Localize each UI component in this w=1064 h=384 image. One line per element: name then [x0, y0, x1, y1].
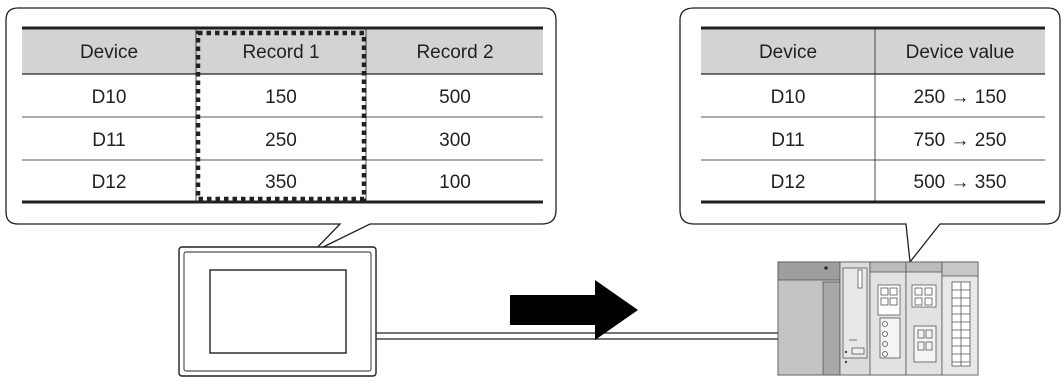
record-1-highlight-frame	[195, 30, 367, 202]
right-cell: D11	[771, 130, 804, 151]
left-cell: D10	[92, 87, 127, 108]
left-cell: 150	[265, 87, 297, 108]
left-cell: 250	[265, 130, 297, 151]
right-cell: 750 → 250	[914, 130, 1007, 151]
left-cell: 500	[439, 87, 471, 108]
right-table-header-bg	[701, 28, 1045, 74]
left-cell: 350	[265, 172, 297, 193]
left-header-record-1: Record 1	[242, 42, 319, 63]
hmi-screen	[209, 269, 347, 354]
connection-cable	[376, 332, 780, 340]
right-header-device: Device	[759, 42, 817, 63]
right-table: Device Device value D10 250 → 150 D11 75…	[701, 26, 1045, 204]
left-cell: D11	[92, 130, 125, 151]
transfer-arrow-icon	[510, 280, 638, 340]
right-cell: 250 → 150	[914, 87, 1007, 108]
right-header-device-value: Device value	[906, 42, 1015, 63]
right-cell: D12	[771, 172, 806, 193]
plc-rack-icon	[777, 261, 979, 376]
right-cell: 500 → 350	[914, 172, 1007, 193]
hmi-panel-icon	[178, 246, 377, 377]
left-table: Device Record 1 Record 2 D10 150 500 D11…	[22, 26, 543, 204]
left-header-record-2: Record 2	[416, 42, 493, 63]
left-cell: 300	[439, 130, 471, 151]
left-cell: D12	[92, 172, 127, 193]
right-cell: D10	[771, 87, 806, 108]
left-cell: 100	[439, 172, 471, 193]
left-table-header-bg	[22, 28, 543, 74]
left-header-device: Device	[80, 42, 138, 63]
